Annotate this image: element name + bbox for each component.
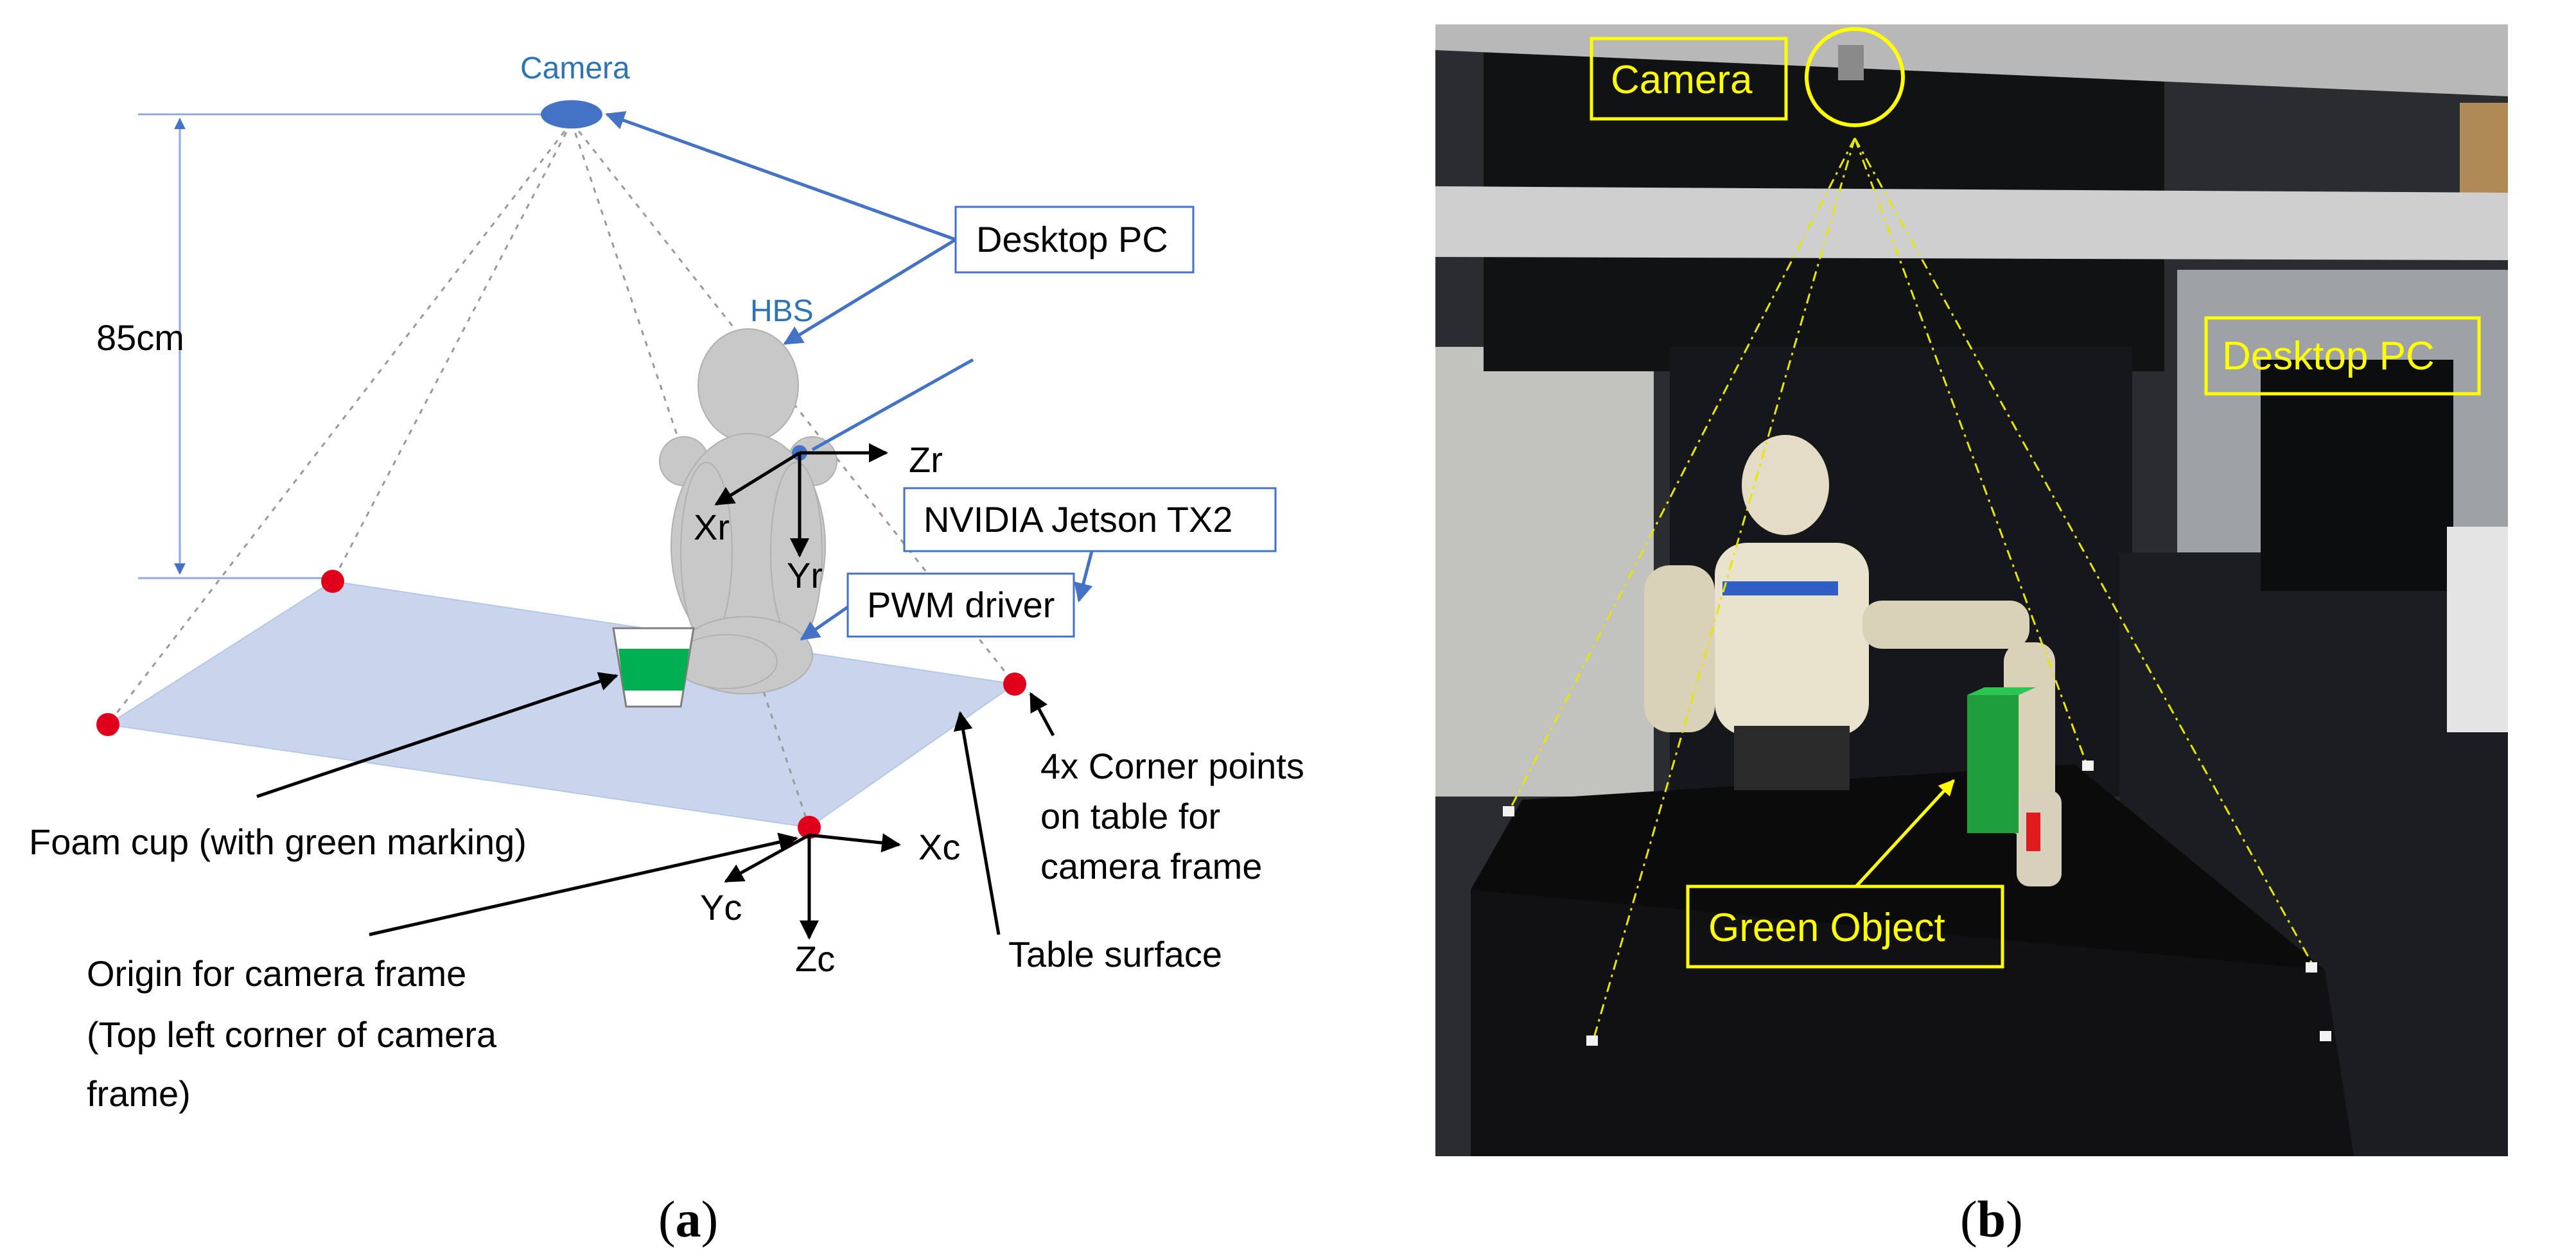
- photo-green-object-label-box: [1686, 885, 2004, 969]
- caption-a-letter: a: [676, 1192, 701, 1248]
- caption-b: (b): [1960, 1192, 2023, 1248]
- photo-desktop-pc-label: Desktop PC: [2222, 334, 2435, 378]
- caption-a: (a): [658, 1192, 718, 1248]
- xr-axis-arrow: [714, 451, 801, 506]
- xc-axis-arrow: [809, 833, 901, 853]
- corner-point: [321, 570, 344, 593]
- hbs-label: HBS: [750, 294, 814, 328]
- corner-point: [798, 816, 821, 839]
- green-object-pointer-line: [1855, 779, 1955, 888]
- desktop-pc-label: Desktop PC: [976, 219, 1168, 260]
- desktop-pc-to-hbs-arrow: [783, 238, 957, 346]
- corner-points-label-line3: camera frame: [1040, 846, 1262, 886]
- ceiling-rail-front: [1435, 186, 2508, 260]
- camera-view-lines: [1508, 137, 2313, 1043]
- green-object-side: [1967, 687, 2036, 695]
- jetson-label: NVIDIA Jetson TX2: [924, 499, 1232, 540]
- pwm-label: PWM driver: [867, 585, 1055, 625]
- camera-highlight-circle: [1805, 27, 1905, 127]
- foam-cup-arrow: [256, 672, 618, 798]
- jetson-callout-box: [903, 487, 1277, 552]
- corner-points-label-line1: 4x Corner points: [1040, 746, 1304, 786]
- table-marker: [1586, 1035, 1598, 1046]
- corner-point: [1003, 673, 1026, 696]
- origin-label-line3: frame): [87, 1073, 191, 1114]
- photo-camera-label: Camera: [1611, 58, 1753, 102]
- yc-axis-arrow: [724, 833, 810, 883]
- yc-label: Yc: [700, 887, 742, 928]
- camera-icon: [541, 100, 602, 128]
- table-marker: [2320, 1031, 2331, 1041]
- table-marker: [2082, 761, 2094, 771]
- jetson-callout-line: [811, 358, 974, 452]
- table-markers: [1503, 761, 2331, 1046]
- desktop-pc-to-camera-arrow: [605, 111, 956, 242]
- corner-point: [96, 713, 119, 736]
- panel-a-diagram: 85cm Camera Zr Xr: [29, 51, 1304, 1114]
- svg-text:(b): (b): [1960, 1192, 2023, 1248]
- height-label: 85cm: [96, 317, 184, 358]
- svg-text:(a): (a): [658, 1192, 718, 1248]
- green-object: [1967, 695, 2019, 833]
- robot-silhouette: [659, 328, 837, 694]
- desktop-pc-callout-box: [954, 206, 1195, 274]
- photo-desktop-pc-label-box: [2204, 316, 2481, 396]
- foam-cup-green-marking: [618, 649, 689, 691]
- corner-points-arrow: [1029, 692, 1055, 737]
- pwm-callout-box: [846, 572, 1075, 638]
- corner-points: [96, 570, 1026, 839]
- corner-points-label-line2: on table for: [1040, 796, 1220, 836]
- table-marker: [2306, 962, 2317, 973]
- jetson-to-pwm-arrow: [1074, 550, 1094, 603]
- zr-label: Zr: [909, 439, 943, 480]
- photo-green-object-label: Green Object: [1708, 906, 1945, 950]
- pwm-to-robot-arrow: [800, 605, 849, 641]
- yr-label: Yr: [787, 555, 823, 595]
- shelf-box: [2460, 103, 2508, 206]
- origin-label-line1: Origin for camera frame: [87, 953, 466, 994]
- table-marker: [1503, 806, 1514, 816]
- panel-b-photo: Camera Desktop PC Green Object: [1435, 24, 2508, 1156]
- photo-camera-label-box: [1590, 37, 1788, 121]
- left-wall: [1435, 347, 1654, 797]
- origin-label-line2: (Top left corner of camera: [87, 1014, 497, 1055]
- xc-label: Xc: [918, 827, 960, 867]
- table-surface-arrow: [953, 711, 1001, 935]
- foam-cup-label: Foam cup (with green marking): [29, 822, 527, 862]
- table-surface-label: Table surface: [1008, 934, 1222, 974]
- ceiling-rail-top: [1435, 24, 2508, 96]
- origin-arrow: [369, 832, 798, 937]
- desktop-pc-tower: [2261, 360, 2453, 591]
- monitor-edge: [2447, 527, 2508, 732]
- zc-label: Zc: [795, 938, 835, 979]
- camera-label: Camera: [520, 51, 630, 85]
- xr-label: Xr: [694, 507, 730, 547]
- caption-b-letter: b: [1977, 1192, 2006, 1248]
- camera-mount: [1838, 45, 1864, 80]
- table-cloth-front: [1471, 890, 2354, 1156]
